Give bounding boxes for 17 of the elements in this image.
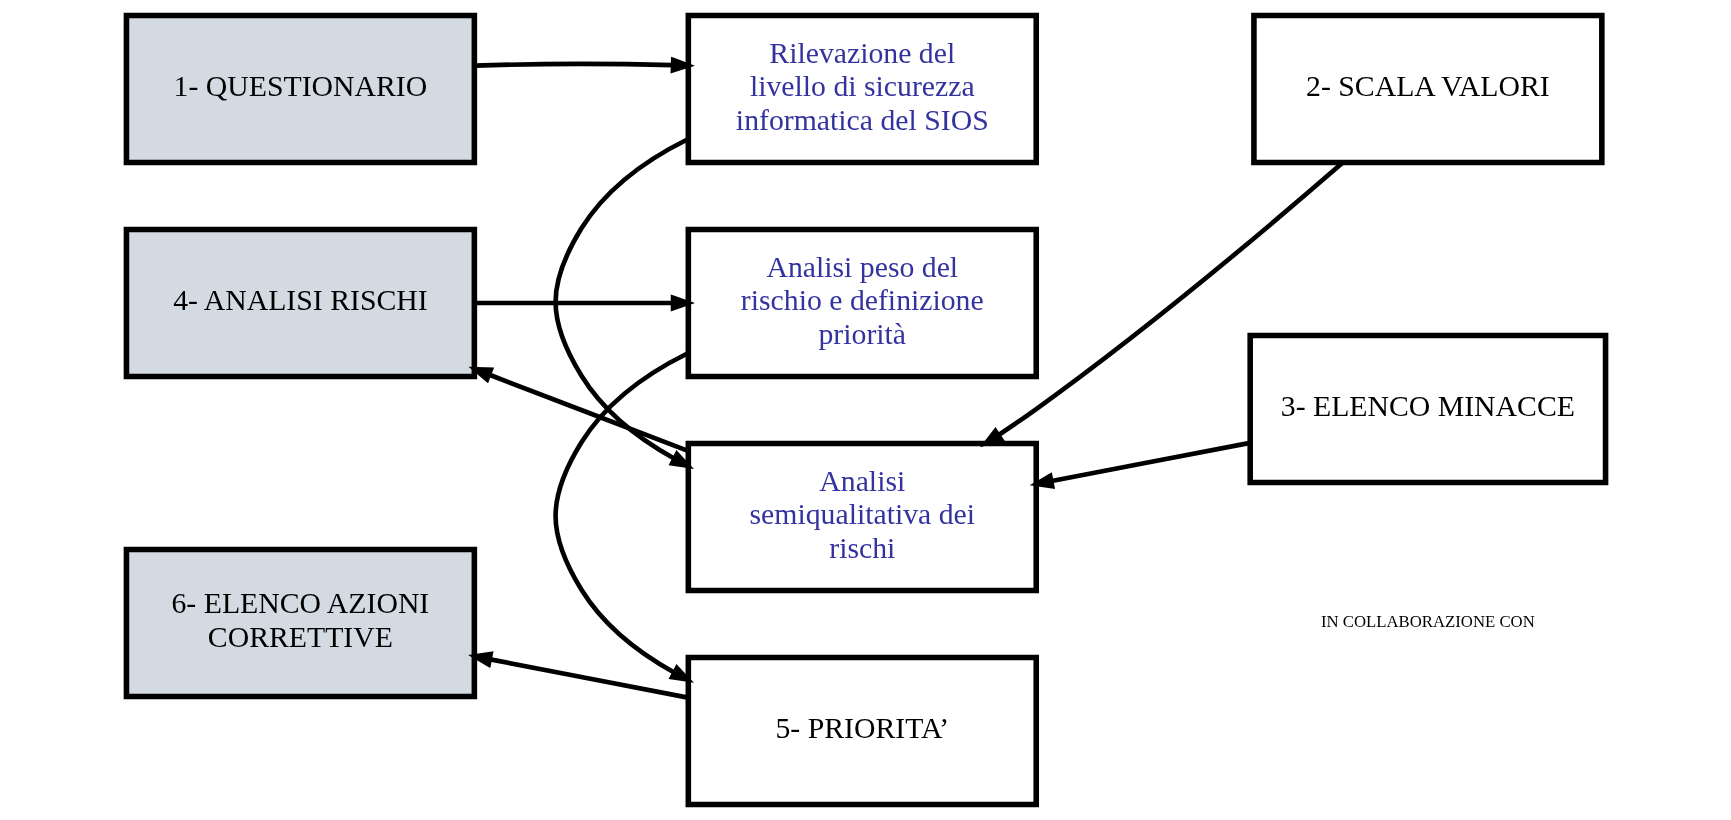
node-box: 5- PRIORITA’: [685, 654, 1039, 808]
node-box: 1- QUESTIONARIO: [123, 12, 477, 166]
node-box: Analisi semiqualitativa dei rischi: [685, 440, 1039, 594]
node-box: 3- ELENCO MINACCE: [1246, 332, 1608, 486]
arrow: [474, 294, 695, 312]
arrow: [474, 56, 695, 74]
arrow: [1029, 440, 1250, 489]
node-box: Analisi peso del rischio e definizione priorità: [685, 226, 1039, 380]
node-box: Rilevazione del livello di sicurezza informatica del SIOS: [685, 12, 1039, 166]
node-box: 2- SCALA VALORI: [1250, 12, 1605, 166]
node-box: 4- ANALISI RISCHI: [123, 226, 477, 380]
node-box: 6- ELENCO AZIONI CORRETTIVE: [123, 546, 477, 700]
arrow: [552, 351, 694, 683]
arrow: [552, 137, 694, 469]
arrow: [467, 366, 689, 454]
label: IN COLLABORAZIONE CON: [1320, 612, 1535, 632]
arrow: [467, 651, 688, 700]
